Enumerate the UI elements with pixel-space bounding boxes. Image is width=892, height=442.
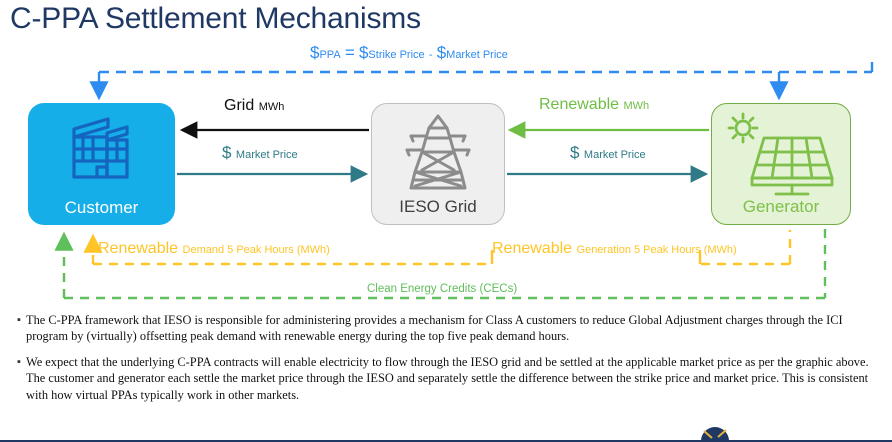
edge-label-renewable-mwh-main: Renewable	[539, 96, 620, 113]
ppa-settlement-dashed-line	[89, 62, 874, 101]
ppa-formula: $PPA = $Strike Price - $Market Price	[310, 43, 508, 63]
formula-sub-strike-price: Strike Price	[368, 49, 425, 61]
node-generator[interactable]: Generator	[711, 103, 851, 225]
formula-sub-ppa: PPA	[319, 49, 341, 61]
bullet-text: The C-PPA framework that IESO is respons…	[26, 313, 843, 344]
renewable-demand-dashed-line	[83, 233, 494, 266]
edge-label-renewable-mwh: Renewable MWh	[539, 96, 649, 114]
edge-label-renewable-generation: Renewable Generation 5 Peak Hours (MWh)	[492, 240, 737, 258]
edge-label-renewable-demand-sub: Demand 5 Peak Hours (MWh)	[182, 244, 330, 256]
building-icon	[28, 111, 175, 187]
node-customer-label: Customer	[64, 198, 139, 217]
formula-equals: =	[344, 43, 355, 62]
bullet-marker: ▪	[17, 355, 21, 368]
edge-label-market-price-right-dollar: $	[570, 143, 580, 162]
bullet-item-2: ▪ We expect that the underlying C-PPA co…	[12, 354, 880, 403]
page-title: C-PPA Settlement Mechanisms	[10, 2, 421, 35]
edge-label-market-price-left: $ Market Price	[222, 143, 298, 163]
edge-label-renewable-demand: Renewable Demand 5 Peak Hours (MWh)	[98, 240, 330, 258]
transmission-tower-icon	[372, 112, 504, 192]
edge-label-market-price-left-sub: Market Price	[235, 149, 298, 161]
renewable-generation-dashed-line	[698, 230, 792, 266]
node-ieso-grid[interactable]: IESO Grid	[371, 103, 505, 225]
bullet-list: ▪ The C-PPA framework that IESO is respo…	[12, 312, 880, 412]
edge-label-market-price-left-dollar: $	[222, 143, 232, 162]
formula-dollar-3: $	[436, 43, 447, 62]
formula-sub-market-price: Market Price	[446, 49, 508, 61]
edge-label-grid-mwh: Grid MWh	[224, 97, 284, 115]
clean-energy-credits-dashed-line	[54, 229, 827, 300]
solar-panel-icon	[712, 112, 850, 196]
edge-label-renewable-mwh-sub: MWh	[623, 100, 650, 112]
organization-logo	[698, 427, 732, 441]
bullet-text: We expect that the underlying C-PPA cont…	[26, 354, 869, 402]
node-ieso-grid-label: IESO Grid	[399, 197, 477, 216]
edge-label-market-price-right: $ Market Price	[570, 143, 646, 163]
edge-label-renewable-generation-main: Renewable	[492, 240, 573, 257]
edge-label-clean-energy-credits: Clean Energy Credits (CECs)	[367, 283, 518, 295]
edge-label-grid-mwh-main: Grid	[224, 97, 255, 114]
bullet-marker: ▪	[17, 314, 21, 326]
formula-dollar-1: $	[310, 43, 320, 62]
bullet-item-1: ▪ The C-PPA framework that IESO is respo…	[12, 312, 880, 345]
formula-minus: -	[428, 49, 433, 61]
node-generator-label: Generator	[742, 197, 820, 216]
footer-rule	[0, 440, 892, 442]
edge-label-market-price-right-sub: Market Price	[583, 149, 646, 161]
edge-label-renewable-demand-main: Renewable	[98, 240, 179, 257]
node-customer[interactable]: Customer	[28, 103, 175, 225]
edge-label-grid-mwh-sub: MWh	[258, 101, 285, 113]
formula-dollar-2: $	[358, 43, 369, 62]
edge-label-renewable-generation-sub: Generation 5 Peak Hours (MWh)	[576, 244, 737, 256]
